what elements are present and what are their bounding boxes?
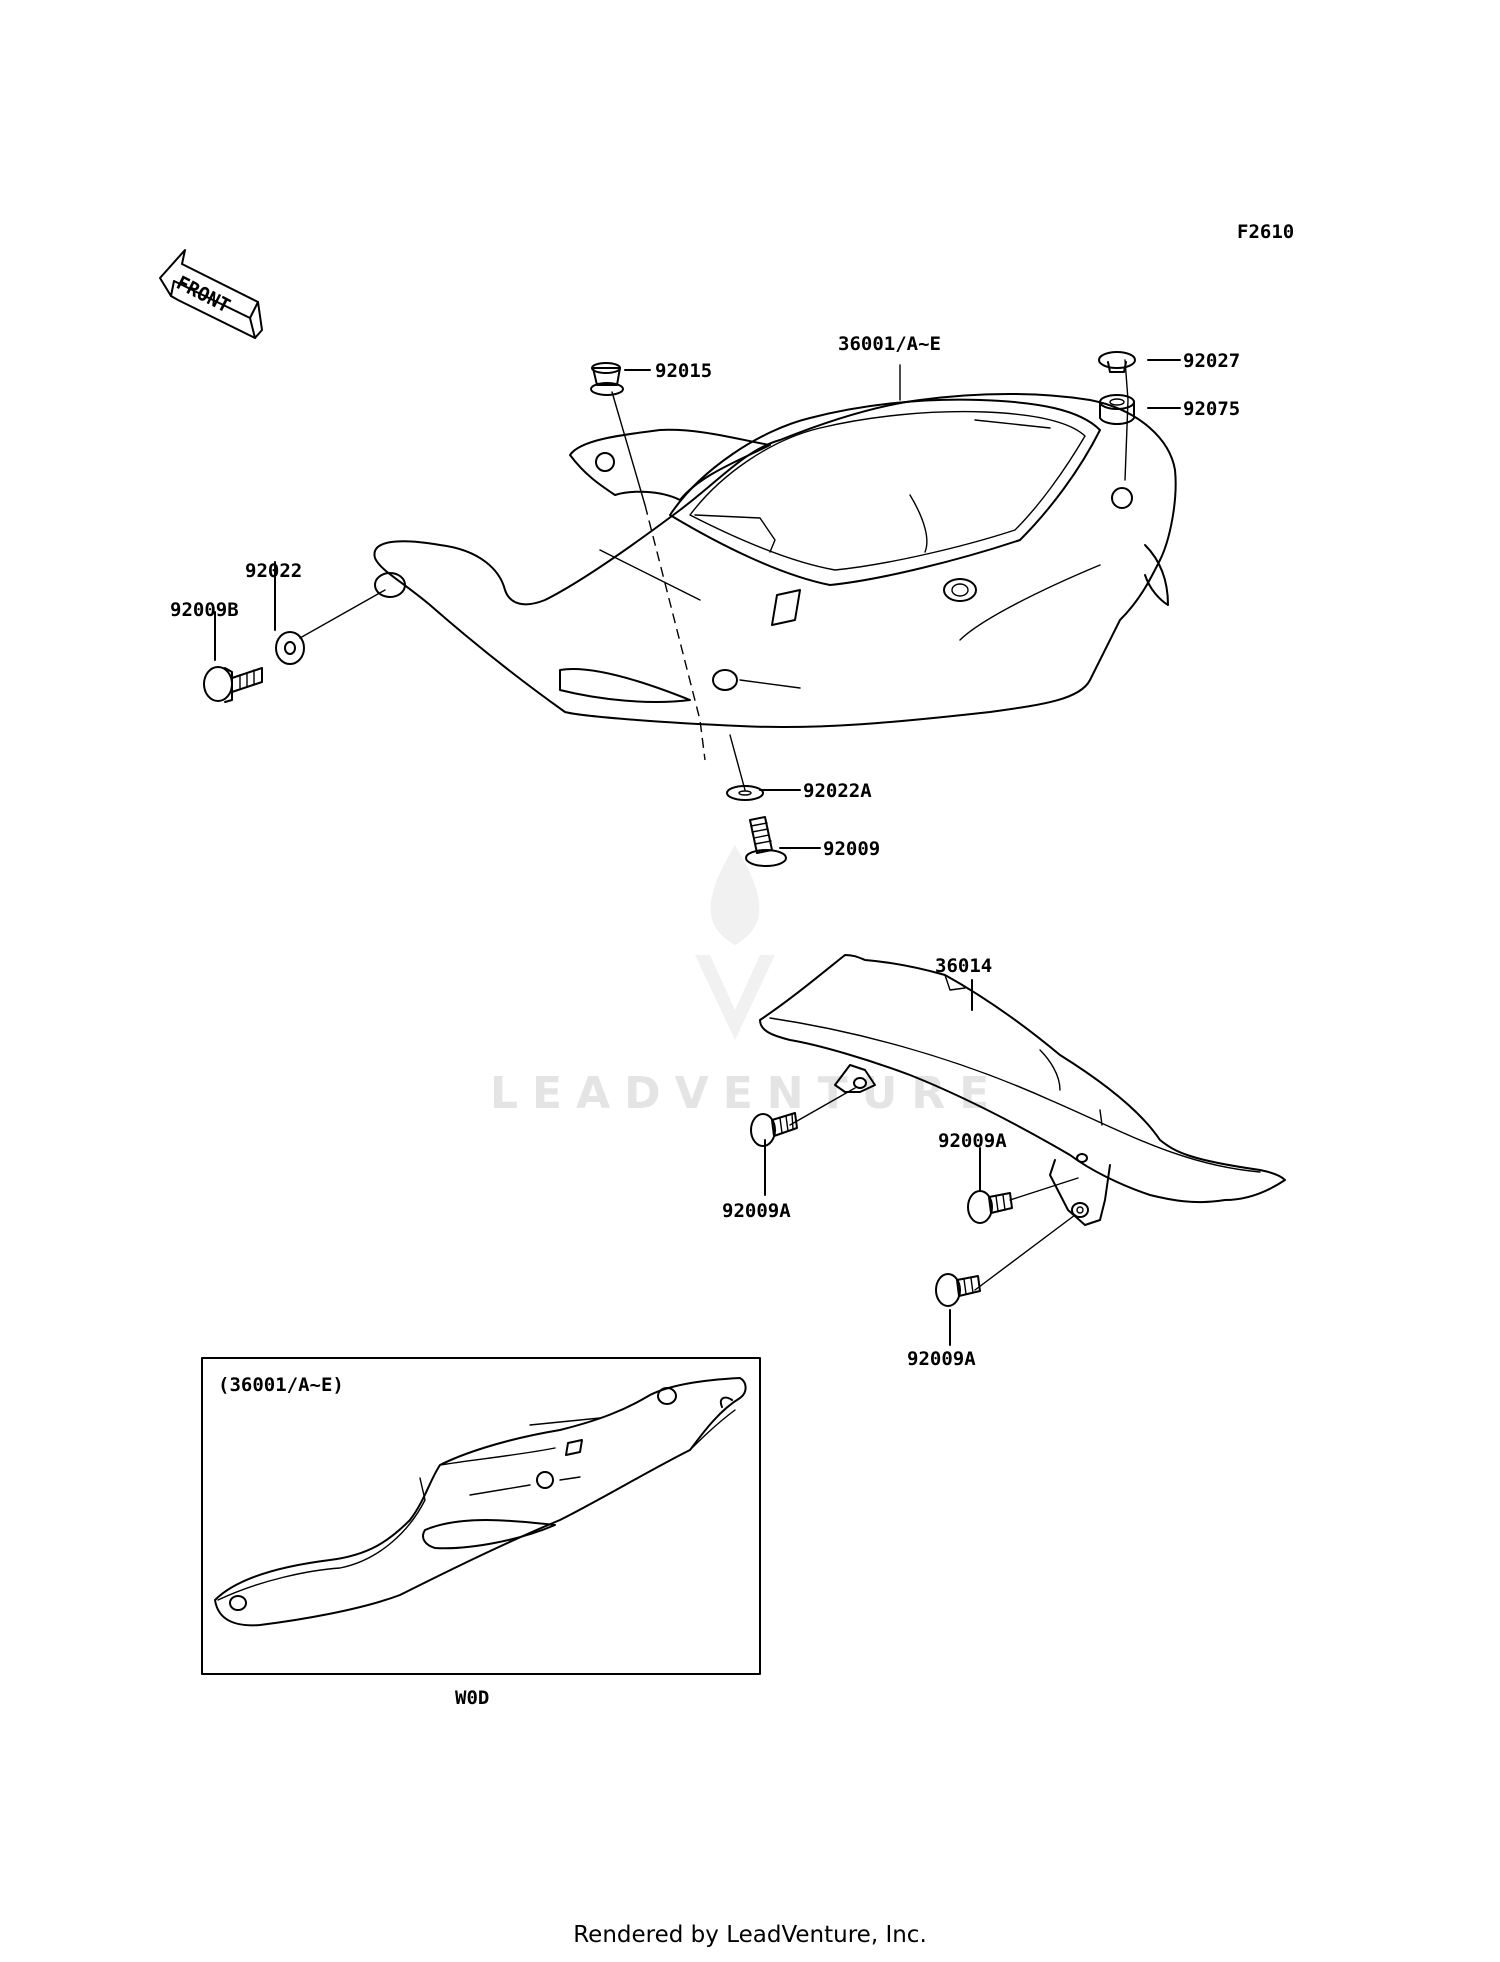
front-arrow-icon: FRONT: [159, 249, 263, 339]
label-92075: 92075: [1183, 398, 1240, 420]
leader-lines: [214, 359, 1181, 1346]
inset-variant-label: W0D: [455, 1687, 489, 1709]
bolt-92009-icon: [745, 816, 787, 867]
watermark-text: LEADVENTURE: [490, 1068, 1003, 1119]
front-arrow-label: FRONT: [173, 272, 234, 318]
washer-92022-icon: [275, 631, 305, 665]
chain-cover-36014: [759, 954, 1286, 1226]
label-92015: 92015: [655, 360, 712, 382]
label-92009A-bottom: 92009A: [907, 1348, 976, 1370]
damper-92075-icon: [1099, 394, 1135, 425]
leadventure-logo-icon: [695, 845, 775, 1040]
inset-box: (36001/A~E): [201, 1357, 761, 1675]
small-parts: [203, 351, 1136, 1307]
bolt-92009A-mid-icon: [967, 1190, 1013, 1224]
washer-92022A-icon: [726, 785, 764, 801]
label-92009A-left: 92009A: [722, 1200, 791, 1222]
label-36014: 36014: [935, 955, 992, 977]
bolt-92009A-bottom-icon: [935, 1273, 981, 1307]
seat-cover-assembly: [373, 393, 1177, 729]
label-92009: 92009: [823, 838, 880, 860]
figure-code: F2610: [1237, 221, 1294, 243]
inset-title: (36001/A~E): [218, 1374, 344, 1396]
collar-92015-icon: [590, 362, 624, 396]
label-36001: 36001/A~E: [838, 333, 941, 355]
watermark: LEADVENTURE: [490, 845, 1003, 1119]
label-92022A: 92022A: [803, 780, 872, 802]
nut-92027-icon: [1098, 351, 1136, 373]
bolt-92009A-left-icon: [750, 1112, 798, 1147]
label-92022: 92022: [245, 560, 302, 582]
label-92027: 92027: [1183, 350, 1240, 372]
label-92009A-mid: 92009A: [938, 1130, 1007, 1152]
bolt-92009B-icon: [203, 666, 263, 703]
label-92009B: 92009B: [170, 599, 239, 621]
footer-credit: Rendered by LeadVenture, Inc.: [573, 1922, 927, 1948]
callout-labels: 92015 36001/A~E 92027 92075 92022 92009B…: [170, 333, 1240, 1370]
inset-seat-cover-drawing: [214, 1377, 747, 1627]
